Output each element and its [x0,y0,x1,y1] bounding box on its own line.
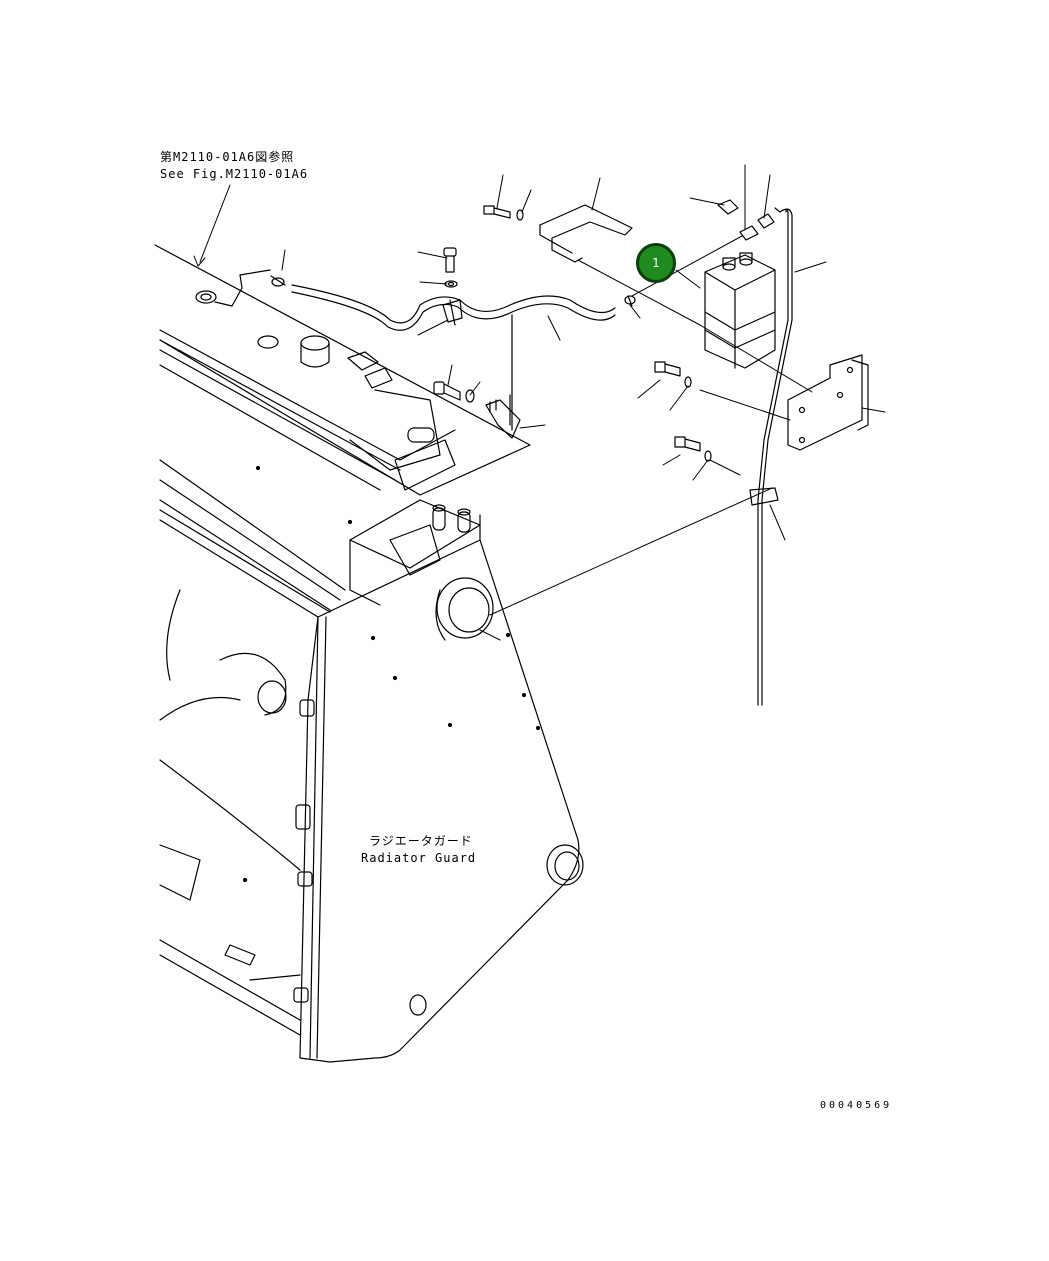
figure-reference-english: See Fig.M2110-01A6 [160,167,309,181]
drain-tube [749,207,793,706]
overflow-hose [291,284,636,331]
figure-reference-japanese: 第M2110-01A6図参照 [160,150,295,164]
radiator-guard-label-japanese: ラジエータガード [369,834,473,848]
radiator-guard-label-english: Radiator Guard [361,851,477,865]
tank-bracket [539,204,869,451]
reserve-tank [704,199,776,369]
leader-lines [193,164,886,641]
radiator-guard-housing [159,339,584,1063]
part-callout-1[interactable]: 1 [636,243,676,283]
drawing-number: 00040569 [820,1100,893,1111]
hose-clamp-bolts [433,247,521,439]
bolts-and-washers [483,205,712,462]
radiator-top-tank [154,244,531,496]
